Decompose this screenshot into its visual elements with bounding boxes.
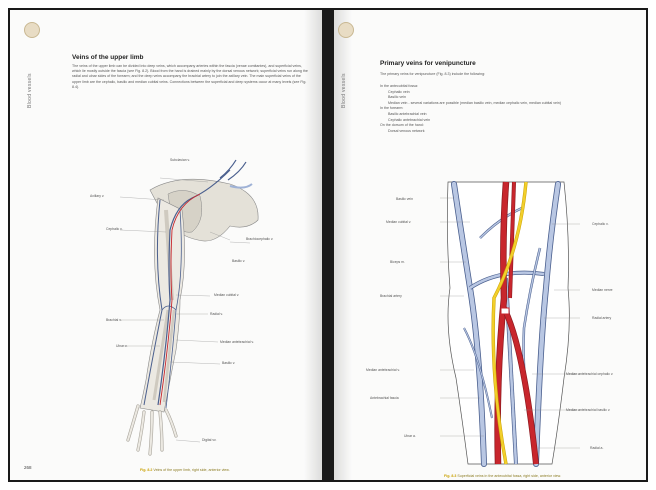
figure-label: Basilic v. xyxy=(232,259,245,263)
chapter-logo-icon xyxy=(24,22,40,38)
figure-label: Radial artery xyxy=(592,316,611,320)
figure-label: Ulnar a. xyxy=(404,434,416,438)
figure-number: Fig. 8.3 xyxy=(444,474,456,478)
left-page: Blood vessels Veins of the upper limb Th… xyxy=(10,10,322,480)
figure-label: Axillary v. xyxy=(90,194,104,198)
chapter-logo-icon xyxy=(338,22,354,38)
figure-caption: Fig. 8.3 Superficial veins in the antecu… xyxy=(444,474,561,478)
right-page: Blood vessels Primary veins for venipunc… xyxy=(334,10,646,480)
caption-text: Superficial veins in the antecubital fos… xyxy=(457,474,561,478)
section-tab: Blood vessels xyxy=(341,48,349,108)
list-item: Dorsal venous network xyxy=(380,129,620,135)
figure-label: Radial v. xyxy=(210,312,223,316)
section-tab: Blood vessels xyxy=(27,48,35,108)
figure-label: Ulnar v. xyxy=(116,344,127,348)
figure-label: Brachial v. xyxy=(106,318,122,322)
body-paragraph: The veins of the upper limb can be divid… xyxy=(72,64,308,90)
figure-label: Radial a. xyxy=(590,446,603,450)
figure-label: Brachial artery xyxy=(380,294,402,298)
page-heading: Primary veins for venipuncture xyxy=(380,60,476,67)
venipuncture-list: In the antecubital fossa: Cephalic vein … xyxy=(380,84,620,134)
figure-label: Median cubital v. xyxy=(214,293,239,297)
figure-label: Digital vv. xyxy=(202,438,216,442)
figure-label: Median antebrachial cephalic v. xyxy=(566,372,613,376)
figure-label: Median cubital v. xyxy=(386,220,411,224)
figure-label: Median antebrachial v. xyxy=(220,340,254,344)
book-spread: Blood vessels Veins of the upper limb Th… xyxy=(8,8,648,482)
page-number: 268 xyxy=(24,465,32,470)
figure-label: Subclavian v. xyxy=(170,158,190,162)
page-heading: Veins of the upper limb xyxy=(72,54,144,61)
figure-label: Biceps m. xyxy=(390,260,405,264)
figure-number: Fig. 8.2 xyxy=(140,468,152,472)
caption-text: Veins of the upper limb, right side, ant… xyxy=(153,468,229,472)
figure-label: Median nerve xyxy=(592,288,613,292)
intro-text: The primary veins for venipuncture (Fig.… xyxy=(380,72,620,77)
antecubital-veins-figure xyxy=(440,178,580,468)
upper-limb-veins-figure xyxy=(80,150,280,460)
figure-label: Basilic vein xyxy=(396,197,413,201)
figure-label: Basilic v. xyxy=(222,361,235,365)
figure-label: Cephalic v. xyxy=(106,227,123,231)
figure-label: Median antebrachial v. xyxy=(366,368,400,372)
figure-label: Cephalic v. xyxy=(592,222,609,226)
figure-label: Brachiocephalic v. xyxy=(246,237,273,241)
figure-label: Antebrachial fascia xyxy=(370,396,399,400)
figure-caption: Fig. 8.2 Veins of the upper limb, right … xyxy=(140,468,230,472)
figure-label: Median antebrachial basilic v. xyxy=(566,408,610,412)
